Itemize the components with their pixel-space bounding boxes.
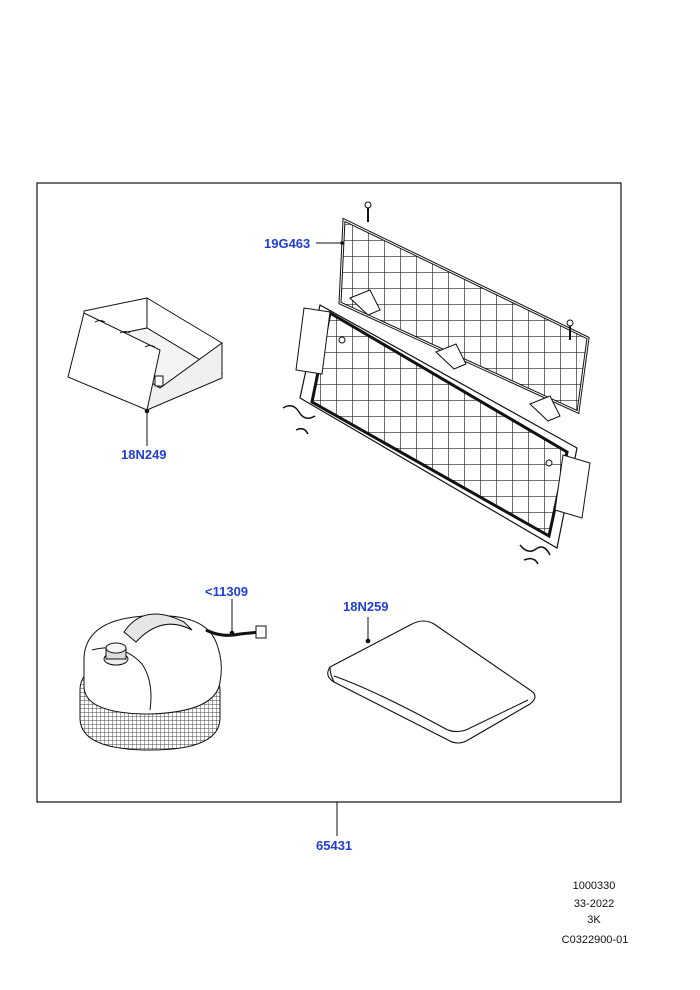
callout-storage-box[interactable]: 18N249 — [121, 447, 167, 462]
callout-cargo-guard[interactable]: 19G463 — [264, 236, 311, 251]
ref-illustration-id: C0322900-01 — [561, 934, 629, 946]
ref-date: 33-2022 — [573, 898, 615, 910]
callout-mat[interactable]: 18N259 — [343, 599, 389, 614]
cargo-guard-drawing — [282, 201, 591, 565]
storage-box-drawing — [67, 297, 224, 414]
accessory-drawing — [79, 613, 267, 751]
diagram-frame — [36, 182, 622, 803]
callout-accessory[interactable]: <11309 — [205, 584, 249, 599]
callout-kit[interactable]: 65431 — [316, 838, 353, 853]
ref-code: 3K — [587, 914, 601, 926]
mat-drawing — [327, 620, 536, 744]
ref-number: 1000330 — [572, 880, 616, 892]
